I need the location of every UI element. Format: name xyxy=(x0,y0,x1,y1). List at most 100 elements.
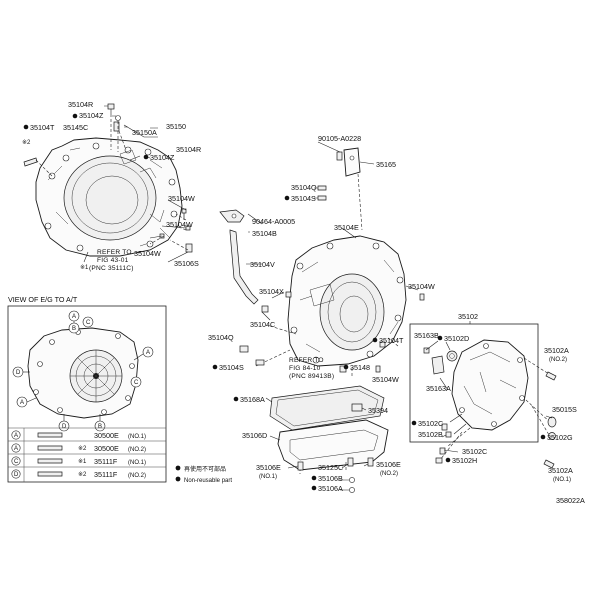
label-35106E-right-no: (NO.2) xyxy=(380,471,398,477)
seal-35102D[interactable] xyxy=(446,350,458,362)
bolt-35102A-top[interactable] xyxy=(545,371,557,381)
label-35104R-top: 35104R xyxy=(68,100,93,109)
pin-35150A[interactable] xyxy=(113,121,120,132)
dowel-35106S[interactable] xyxy=(185,243,193,253)
svg-text:D: D xyxy=(14,472,19,478)
view-marker-A-left: A xyxy=(16,396,37,408)
label-35168A: 35168A xyxy=(240,395,265,404)
view-marker-D-left: D xyxy=(12,366,30,378)
seal-35015S[interactable] xyxy=(547,416,557,428)
sensor-35163A[interactable] xyxy=(431,355,445,375)
bolt-35104W-right[interactable] xyxy=(419,293,425,301)
label-35104C: 35104C xyxy=(250,320,275,329)
plug-35106B[interactable] xyxy=(349,477,355,483)
oil-pan-35106D[interactable] xyxy=(277,419,389,471)
view-marker-B-top: B xyxy=(68,322,80,334)
transmission-case-35104E[interactable] xyxy=(287,235,407,367)
ref-mid-line1: REFER TO xyxy=(289,357,324,364)
svg-text:A: A xyxy=(72,314,76,320)
bolt-90105-A0228[interactable] xyxy=(336,151,343,161)
oil-pan-gasket-35168A[interactable] xyxy=(269,385,385,431)
ref-mid-line2: FIG 84-10 xyxy=(289,365,321,372)
label-35102H: 35102H xyxy=(452,456,477,465)
view-box-title: VIEW OF E/G TO A/T xyxy=(8,295,78,304)
label-35104T-right: 35104T xyxy=(379,336,404,345)
svg-text:B: B xyxy=(72,326,76,332)
view-row-part-2: 30500E xyxy=(94,444,119,453)
ref-left-line3: (PNC 35111C) xyxy=(89,265,134,272)
label-35102G: 35102G xyxy=(547,433,573,442)
view-marker-D-bot: D xyxy=(58,414,70,432)
bolt-35104W-bot[interactable] xyxy=(375,365,381,373)
extension-housing[interactable] xyxy=(451,339,529,431)
label-35145C: 35145C xyxy=(63,123,88,132)
label-35104W-1: 35104W xyxy=(168,194,195,203)
label-35104W-bot: 35104W xyxy=(372,375,399,384)
label-35150: 35150 xyxy=(166,122,186,131)
bolt-35104C[interactable] xyxy=(261,305,269,313)
label-35104V: 35104V xyxy=(250,260,275,269)
bracket-35165[interactable] xyxy=(343,147,361,177)
bolt-35104T-right[interactable] xyxy=(379,341,386,348)
label-35102A-bot: 35102A xyxy=(548,466,573,475)
label-35102C-1: 35102C xyxy=(418,419,443,428)
legend: 再使用不可部品 Non-reusable part xyxy=(175,465,232,484)
drain-plug-35106E-right[interactable] xyxy=(367,457,374,467)
label-35104S-bot: 35104S xyxy=(219,363,244,372)
bolt-35163B[interactable] xyxy=(423,347,430,354)
label-35102C-2: 35102C xyxy=(462,447,487,456)
svg-text:D: D xyxy=(62,424,67,430)
label-35102A-top: 35102A xyxy=(544,346,569,355)
bolt-35125C[interactable] xyxy=(347,457,354,467)
bolt-35104Q-top[interactable] xyxy=(317,185,327,191)
bolt-35102H[interactable] xyxy=(435,457,443,464)
label-90105-A0228: 90105-A0228 xyxy=(318,134,361,143)
bolt-35102A-bot[interactable] xyxy=(543,459,555,469)
label-35148: 35148 xyxy=(350,363,370,372)
bolt-35104S-top[interactable] xyxy=(317,195,327,201)
bolt-35102C-2[interactable] xyxy=(439,447,446,455)
view-table-row-2: A ※2 30500E (NO.2) xyxy=(11,443,146,453)
view-housing-face[interactable] xyxy=(27,327,139,419)
view-marker-C-bot: C xyxy=(130,376,142,388)
label-35015S: 35015S xyxy=(552,405,577,414)
label-35106B: 35106B xyxy=(318,474,343,483)
ref-mid-line3: (PNC 89413B) xyxy=(289,373,334,380)
label-35104X: 35104X xyxy=(259,287,284,296)
label-35104W-3: 35104W xyxy=(134,249,161,258)
label-35102A-bot-no: (NO.1) xyxy=(553,477,571,483)
svg-text:※2: ※2 xyxy=(78,472,87,478)
sensor-35104Q-bot[interactable] xyxy=(239,345,249,353)
label-90464-A0005: 90464-A0005 xyxy=(252,217,295,226)
bolt-35102B[interactable] xyxy=(445,431,452,438)
label-35163A: 35163A xyxy=(426,384,451,393)
bolt-35104S-bot[interactable] xyxy=(255,359,265,366)
label-35104W-right: 35104W xyxy=(408,282,435,291)
view-box xyxy=(7,305,167,483)
bolt-35104X[interactable] xyxy=(285,291,292,298)
ref-left-line1: REFER TO xyxy=(97,249,132,256)
gasket-35106A[interactable] xyxy=(349,487,355,493)
label-35106E-left: 35106E xyxy=(256,463,281,472)
drain-plug-35106E-left[interactable] xyxy=(297,461,304,471)
oil-cooler-tube[interactable] xyxy=(219,209,259,305)
bolt-35104Z-top[interactable] xyxy=(115,115,121,121)
bolt-35104W-1[interactable] xyxy=(181,208,187,220)
svg-text:C: C xyxy=(134,380,139,386)
label-note2-left: ※2 xyxy=(22,140,31,146)
magnet-35394[interactable] xyxy=(351,403,363,412)
bolt-35104R-top[interactable] xyxy=(107,103,115,114)
label-35106D: 35106D xyxy=(242,431,267,440)
svg-text:(NO.1): (NO.1) xyxy=(128,460,146,466)
bolt-35104T-left[interactable] xyxy=(23,157,38,167)
svg-text:(NO.2): (NO.2) xyxy=(128,473,146,479)
label-35106E-left-no: (NO.1) xyxy=(259,474,277,480)
plug-35102G[interactable] xyxy=(548,432,556,440)
bolt-35102C-1[interactable] xyxy=(441,423,448,431)
label-35104B: 35104B xyxy=(252,229,277,238)
view-table: A 30500E (NO.1) A ※2 30500E (NO.2) C ※1 … xyxy=(8,427,166,482)
assembly-box-35102 xyxy=(409,323,539,443)
transaxle-housing[interactable] xyxy=(35,137,183,257)
view-table-row-4: D ※2 35111F (NO.2) xyxy=(11,469,146,479)
view-table-row-3: C ※1 35111F (NO.1) xyxy=(11,456,146,466)
